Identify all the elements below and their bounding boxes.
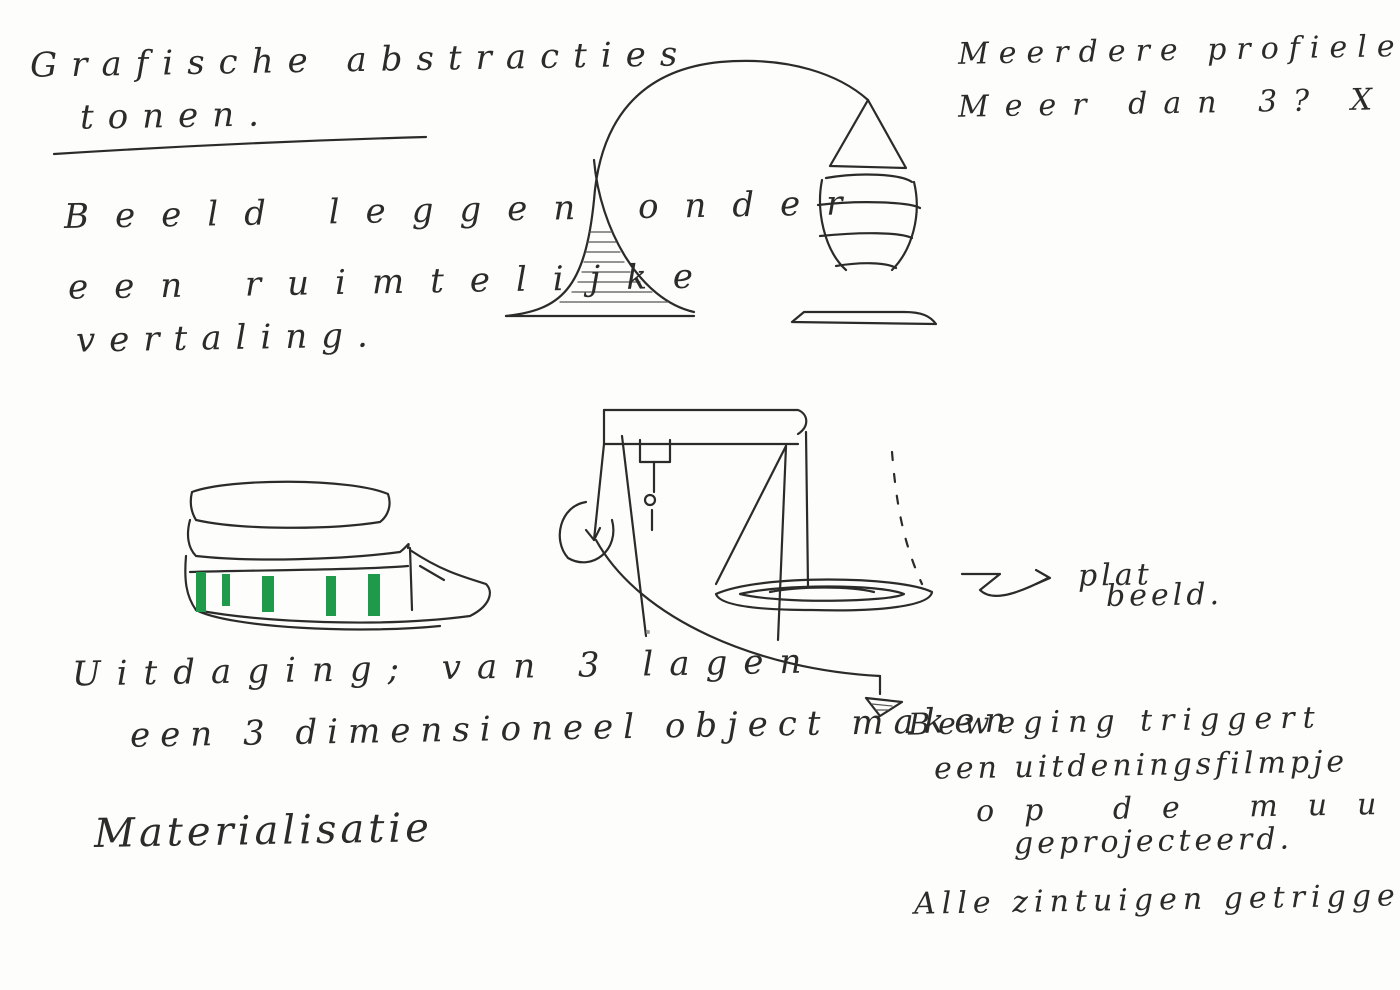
note-tonen: tonen.: [80, 94, 274, 137]
green-stripe: [196, 572, 206, 612]
note-geprojecteerd: geprojecteerd.: [1014, 822, 1294, 862]
ink-dot: [646, 630, 650, 634]
note-beeld: beeld.: [1106, 577, 1224, 614]
green-stripe: [262, 576, 274, 612]
title-underline: [54, 137, 426, 154]
note-beweging-triggert: Beweging triggert: [908, 700, 1323, 742]
green-stripe: [326, 576, 336, 616]
green-stripe: [222, 574, 230, 606]
note-uitdeningsfilmpje: een uitdeningsfilmpje: [934, 744, 1349, 786]
layered-object-sketch: [185, 482, 490, 630]
note-vertaling: vertaling.: [76, 315, 382, 360]
note-materialisatie: Materialisatie: [94, 805, 434, 857]
green-stripe: [368, 574, 380, 616]
